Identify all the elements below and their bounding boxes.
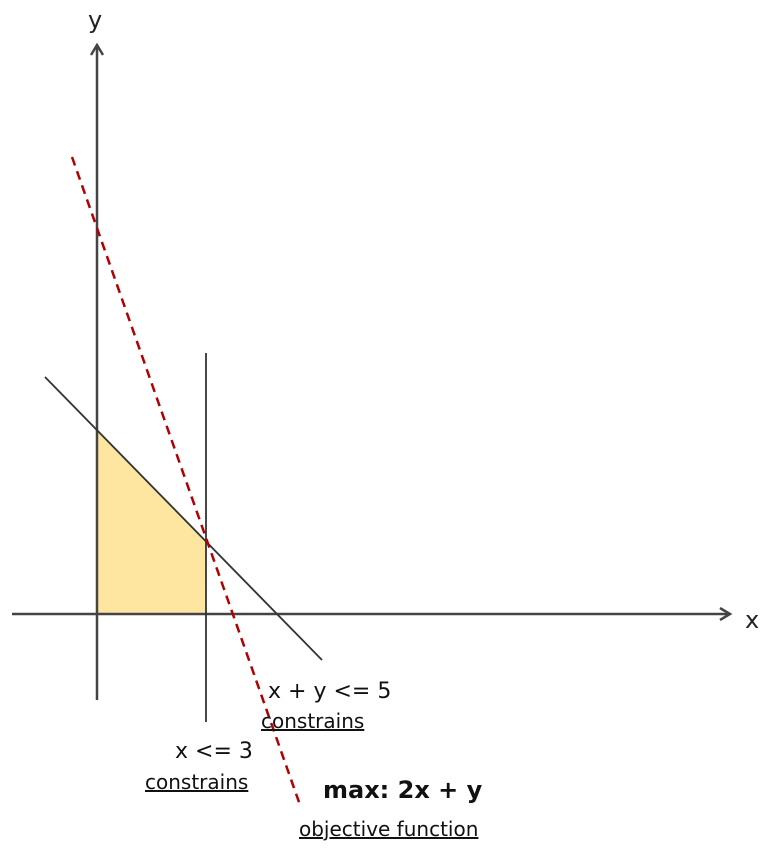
x-axis-label: x xyxy=(745,606,759,634)
y-axis-label: y xyxy=(88,6,102,34)
constraint-sum-note: constrains xyxy=(261,709,364,733)
constraint-sum-equation: x + y <= 5 xyxy=(268,679,391,704)
objective-function-line xyxy=(70,156,302,806)
objective-note: objective function xyxy=(299,817,478,841)
constraint-x-equation: x <= 3 xyxy=(175,739,253,764)
constraint-x-note: constrains xyxy=(145,770,248,794)
feasible-region xyxy=(97,431,206,614)
constraint-line-x-plus-y xyxy=(44,376,323,661)
objective-equation: max: 2x + y xyxy=(323,776,483,804)
